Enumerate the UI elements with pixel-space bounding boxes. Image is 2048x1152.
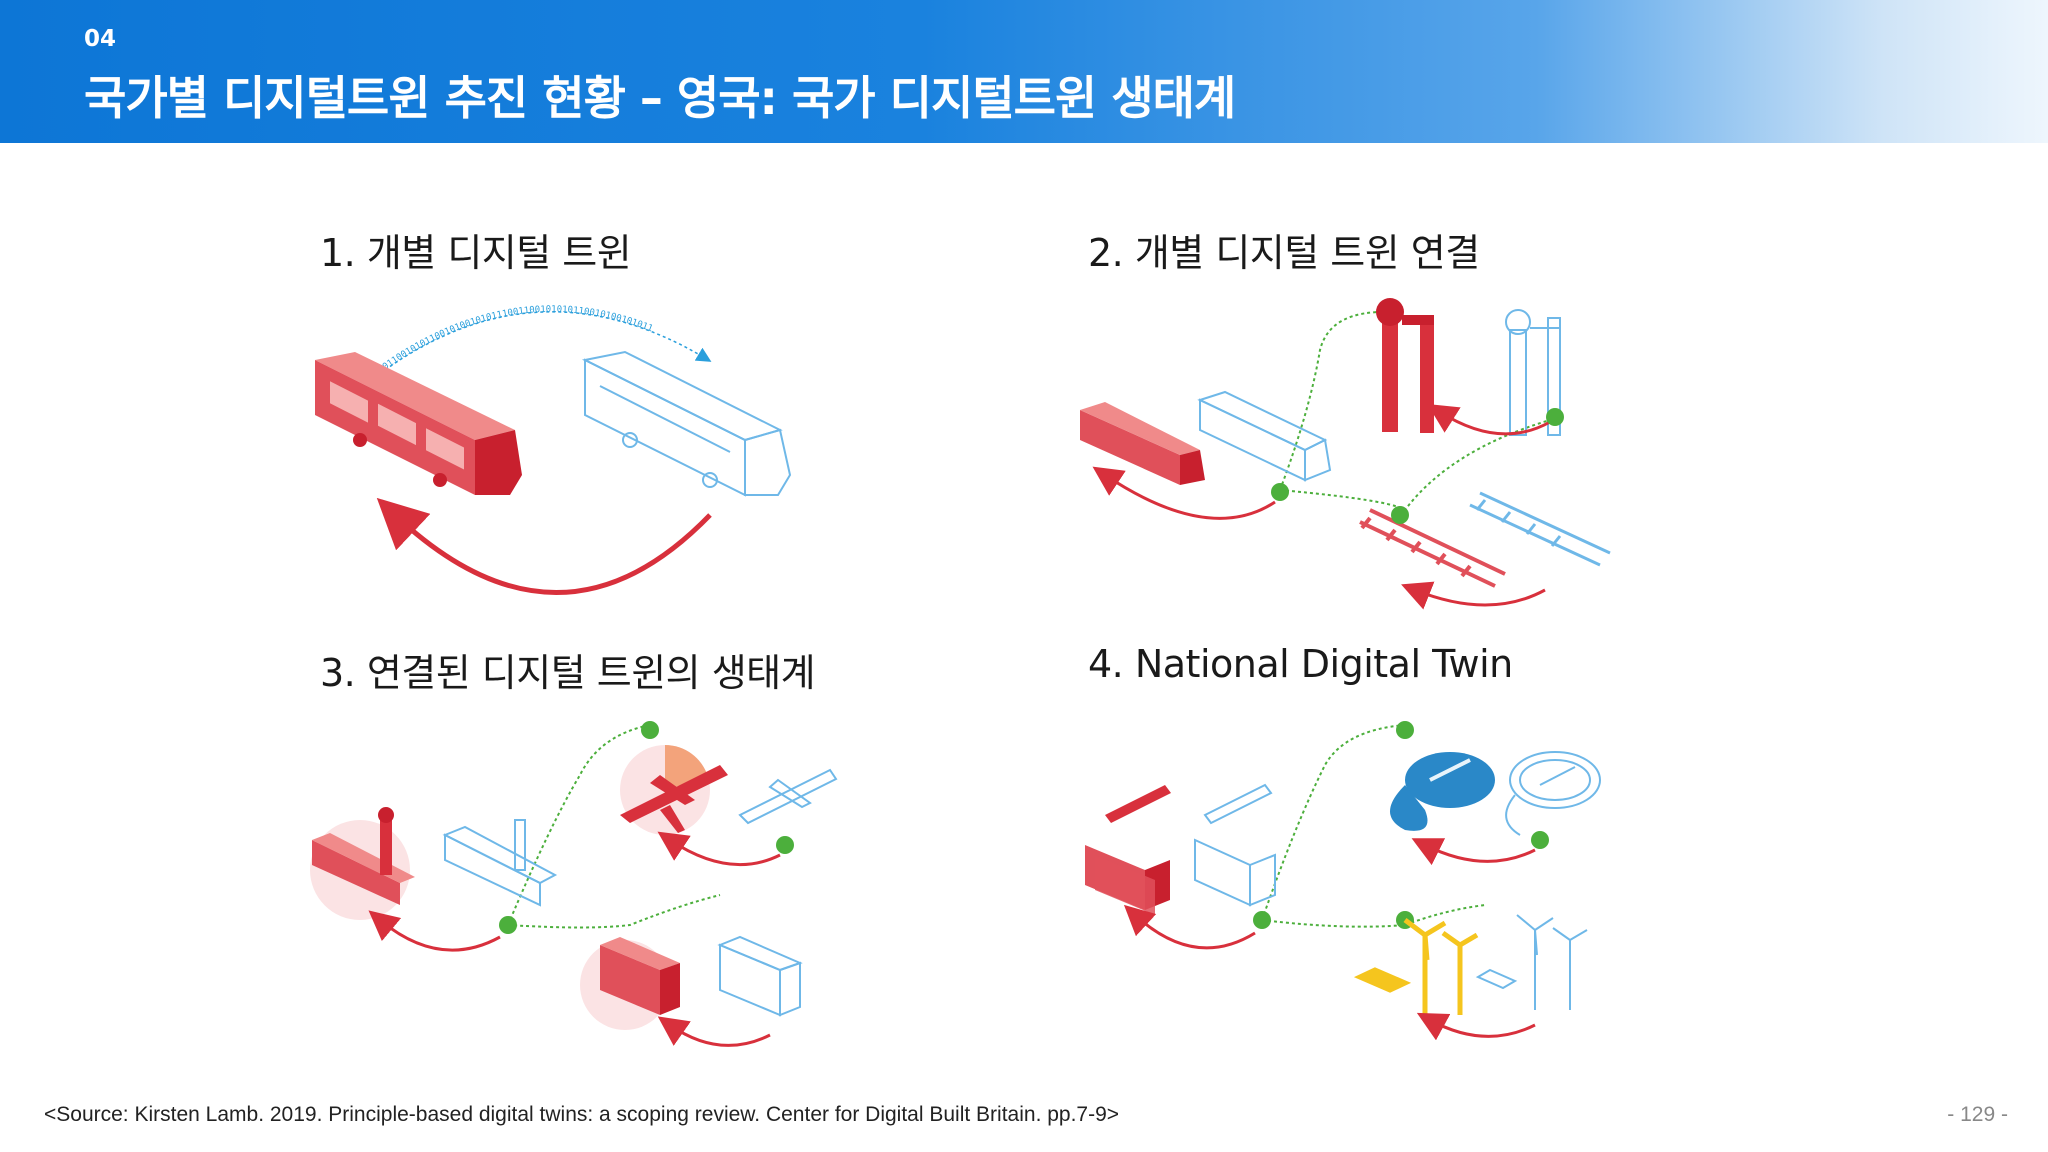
physical-train-icon [312,807,415,905]
digital-twin-signal-icon [1505,309,1561,436]
feedback-arrow [1092,466,1276,520]
physical-train-icon [315,352,522,495]
connection-node-icon [1253,911,1271,929]
physical-water-icon [1390,752,1495,831]
connection-node-icon [641,721,659,739]
feedback-arrow [368,910,501,952]
connection-node-icon [1546,408,1564,426]
physical-city-icon [1085,785,1171,915]
feedback-arrow [1123,904,1256,950]
panel-3-illustration [310,721,838,1047]
page-number: - 129 - [1947,1103,2008,1126]
feedback-arrow [657,1016,771,1047]
digital-twin-train-icon [581,350,792,497]
feedback-arrow [1416,1012,1536,1041]
physical-building-icon [600,937,680,1015]
digital-twin-train-icon [1197,390,1332,482]
connection-node-icon [1271,483,1289,501]
connection-node-icon [1391,506,1409,524]
panel-3-title: 3. 연결된 디지털 트윈의 생태계 [320,651,816,695]
header-bar: 04 국가별 디지털트윈 추진 현황 – 영국: 국가 디지털트윈 생태계 [0,0,2048,143]
feedback-arrow [1401,581,1546,610]
panel-4-title: 4. National Digital Twin [1088,642,1513,686]
connection-node-icon [776,836,794,854]
data-stream-arrow [384,311,712,371]
physical-wind-turbine-icon [1353,918,1479,1015]
page-title: 국가별 디지털트윈 추진 현황 – 영국: 국가 디지털트윈 생태계 [84,71,1236,125]
physical-signal-icon [1376,298,1434,433]
section-number: 04 [84,26,117,52]
link-path [507,724,651,926]
digital-twin-water-icon [1505,751,1601,836]
feedback-arrow [1427,403,1551,436]
feedback-arrow [657,831,781,867]
digital-twin-train-icon [442,819,558,907]
panel-4-illustration [1085,721,1601,1041]
physical-plane-icon [620,765,728,833]
connection-node-icon [499,916,517,934]
digital-twin-wind-turbine-icon [1475,914,1588,1010]
feedback-arrow [376,497,712,595]
digital-twin-plane-icon [738,768,838,825]
link-path [1261,724,1406,921]
connection-node-icon [1531,831,1549,849]
binary-stream-text: 0110010101100101001010111001100101010110… [381,305,654,373]
feedback-arrow [1411,838,1536,866]
physical-train-icon [1080,402,1205,485]
digital-twin-city-icon [1194,783,1276,907]
physical-track-icon [1359,508,1506,588]
panel-1-title: 1. 개별 디지털 트윈 [320,231,632,275]
source-citation: <Source: Kirsten Lamb. 2019. Principle-b… [44,1103,1120,1126]
digital-twin-building-icon [717,935,803,1017]
connection-node-icon [1396,721,1414,739]
svg-text:011001010110010100101011100110: 0110010101100101001010111001100101010110… [381,305,654,373]
digital-twin-track-icon [1469,491,1611,567]
link-path [507,894,721,929]
link-path [1261,904,1486,928]
link-path [1279,310,1391,491]
panel-1-illustration: 0110010101100101001010111001100101010110… [315,305,792,595]
panel-2-title: 2. 개별 디지털 트윈 연결 [1088,231,1480,275]
panel-2-illustration [1080,298,1611,610]
